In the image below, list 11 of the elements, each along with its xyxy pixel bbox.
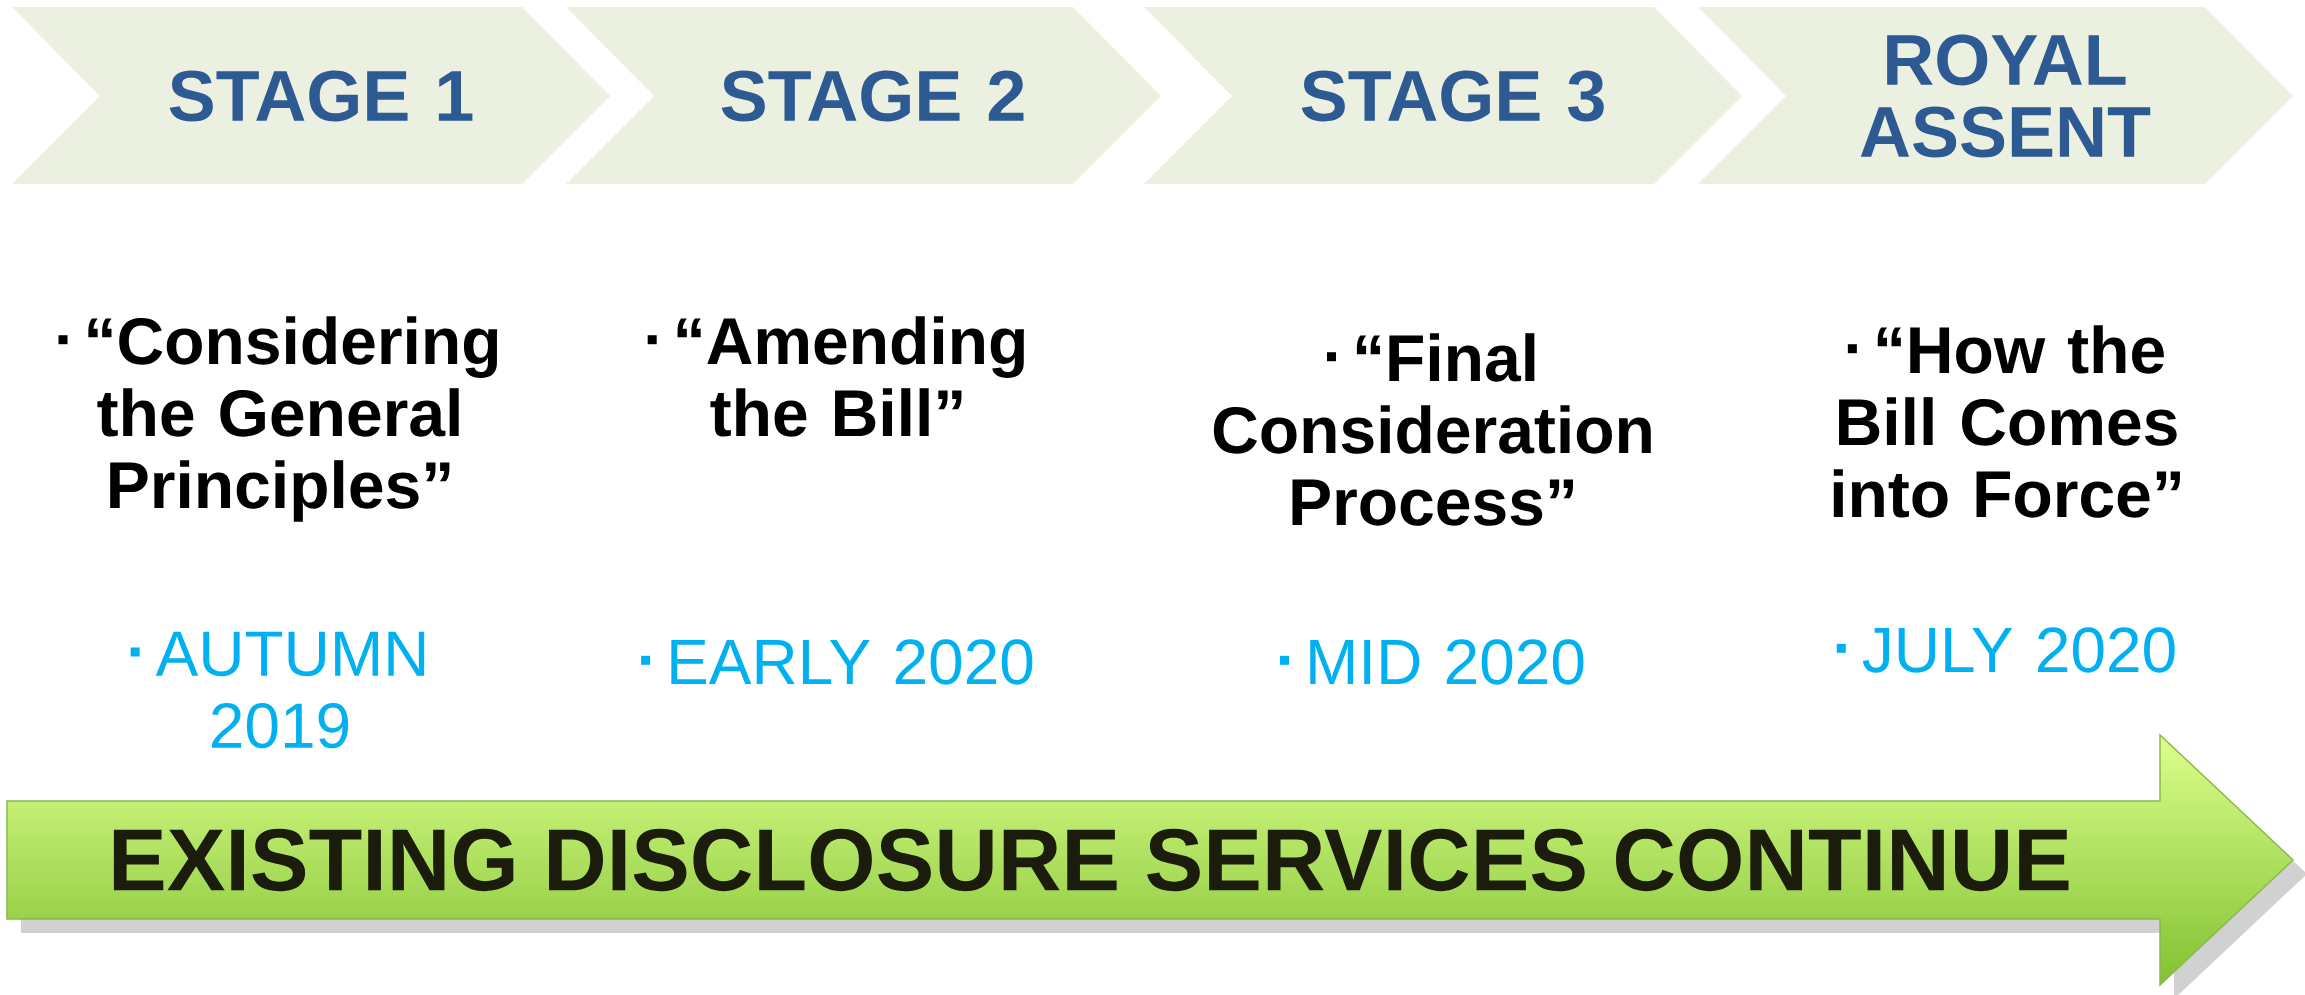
stage-description: “Final Consideration Process” <box>1213 333 1651 526</box>
stage-banner: STAGE 2 <box>566 7 1161 184</box>
stage-description: “Considering the General Principles” <box>58 316 498 522</box>
stage-banner: ROYAL ASSENT <box>1698 7 2293 184</box>
date-text: JULY 2020 <box>1836 627 2175 673</box>
stage-banner: STAGE 1 <box>12 7 610 184</box>
stage-description: “How the Bill Comes into Force” <box>1833 325 2180 518</box>
stage-banner: STAGE 3 <box>1144 7 1742 184</box>
date-text: MID 2020 <box>1280 639 1584 685</box>
date-text: EARLY 2020 <box>641 639 1033 685</box>
stage-description: “Amending the Bill” <box>647 316 1024 437</box>
